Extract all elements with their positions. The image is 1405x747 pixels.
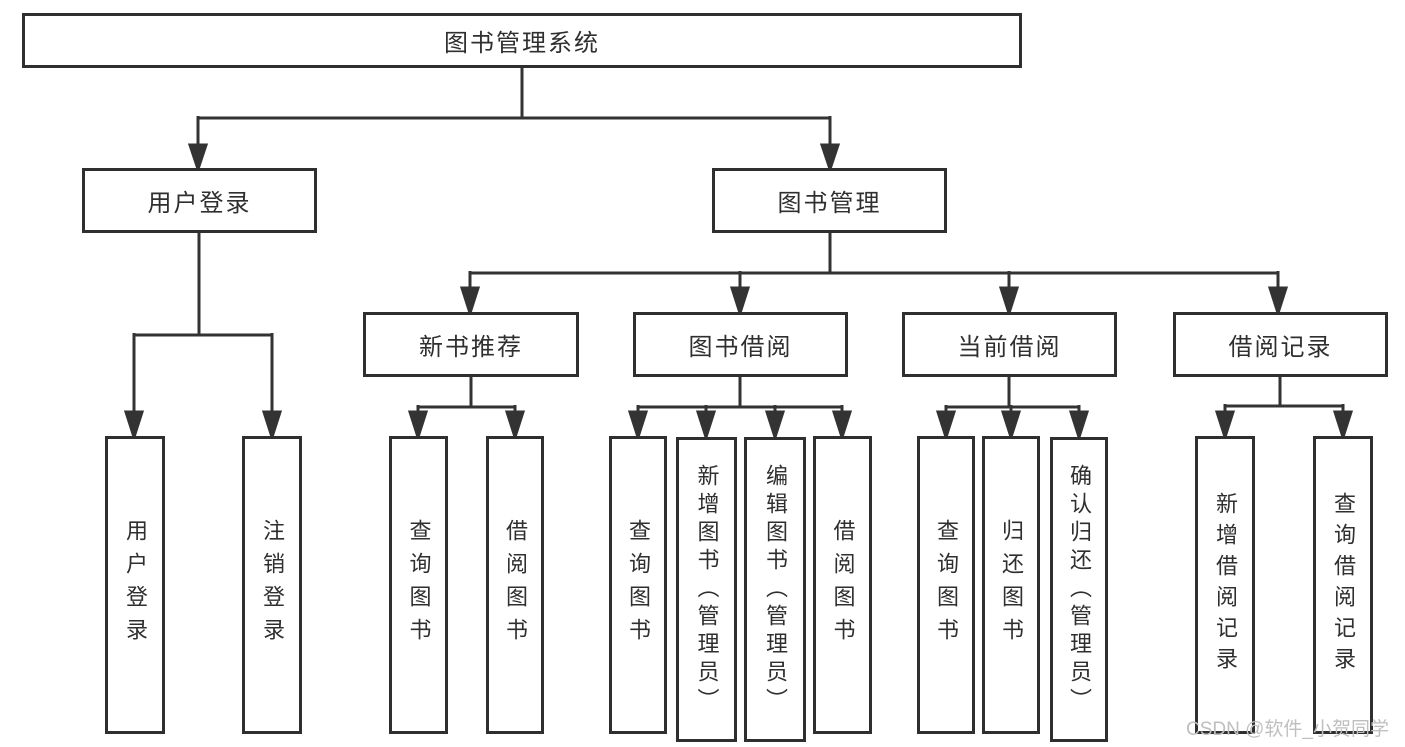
arrowhead xyxy=(935,410,957,442)
node-label: 确认归还（管理员） xyxy=(1067,463,1092,716)
leaf-return-book: 归还图书 xyxy=(982,436,1040,734)
edge-borrow-records-to-leaves xyxy=(1214,377,1354,442)
leaf-query-book-current: 查询图书 xyxy=(917,436,975,734)
arrowhead xyxy=(123,410,145,442)
node-current-borrowing: 当前借阅 xyxy=(902,312,1117,377)
arrowhead xyxy=(998,286,1020,318)
edge-book-borrow-to-leaves xyxy=(627,377,853,442)
leaf-logout: 注销登录 xyxy=(242,436,302,734)
csdn-watermark: CSDN @软件_小贺同学 xyxy=(1186,719,1389,740)
node-label: 查询图书 xyxy=(626,519,651,651)
node-label: 注销登录 xyxy=(260,519,285,651)
node-label: 借阅记录 xyxy=(1228,334,1333,361)
leaf-edit-book-admin: 编辑图书（管理员） xyxy=(744,437,806,742)
node-label: 新书推荐 xyxy=(419,334,523,361)
leaf-user-login: 用户登录 xyxy=(105,436,165,734)
arrowhead xyxy=(1332,410,1354,442)
arrowhead xyxy=(1000,410,1022,442)
node-label: 当前借阅 xyxy=(957,334,1062,361)
node-label: 编辑图书（管理员） xyxy=(763,463,788,716)
leaf-borrow-book-recommend: 借阅图书 xyxy=(486,436,544,734)
arrowhead xyxy=(261,410,283,442)
node-book-borrowing: 图书借阅 xyxy=(633,312,848,377)
node-label: 图书管理 xyxy=(777,190,882,217)
node-label: 新增借阅记录 xyxy=(1213,492,1238,678)
node-user-login: 用户登录 xyxy=(82,168,317,233)
leaf-query-book-recommend: 查询图书 xyxy=(389,436,448,734)
arrowhead xyxy=(627,410,649,442)
node-book-management: 图书管理 xyxy=(712,168,947,233)
node-label: 用户登录 xyxy=(123,519,148,651)
leaf-add-book-admin: 新增图书（管理员） xyxy=(676,437,737,742)
arrowhead xyxy=(764,410,786,442)
node-label: 新增图书（管理员） xyxy=(694,463,720,716)
arrowhead xyxy=(504,410,526,442)
arrowhead xyxy=(187,143,209,174)
arrowhead xyxy=(695,410,717,442)
node-new-book-recommend: 新书推荐 xyxy=(363,312,579,377)
leaf-query-borrow-record: 查询借阅记录 xyxy=(1313,436,1373,734)
arrowhead xyxy=(819,143,841,174)
leaf-query-book-borrow: 查询图书 xyxy=(609,436,667,734)
leaf-add-borrow-record: 新增借阅记录 xyxy=(1195,436,1255,734)
node-borrow-records: 借阅记录 xyxy=(1173,312,1388,377)
arrowhead xyxy=(1214,410,1236,442)
node-label: 查询图书 xyxy=(406,519,432,651)
leaf-confirm-return-admin: 确认归还（管理员） xyxy=(1050,437,1108,742)
arrowhead xyxy=(831,410,853,442)
node-label: 查询图书 xyxy=(934,519,959,651)
arrowhead xyxy=(459,286,481,318)
node-label: 归还图书 xyxy=(999,519,1024,651)
node-label: 用户登录 xyxy=(147,190,252,217)
arrowhead xyxy=(1267,286,1289,318)
node-label: 图书借阅 xyxy=(688,334,793,361)
arrowhead xyxy=(407,410,429,442)
leaf-borrow-book: 借阅图书 xyxy=(813,436,872,734)
edge-user-login-to-leaves xyxy=(123,233,283,442)
edge-new-book-rec-to-leaves xyxy=(407,377,526,442)
edge-current-borrow-to-leaves xyxy=(935,377,1090,442)
node-label: 查询借阅记录 xyxy=(1331,492,1356,678)
edge-root-to-level2 xyxy=(187,68,841,174)
arrowhead xyxy=(1068,410,1090,442)
arrowhead xyxy=(729,286,751,318)
edge-book-mgmt-to-level3 xyxy=(459,233,1289,318)
node-root-system: 图书管理系统 xyxy=(22,13,1022,68)
node-label: 借阅图书 xyxy=(503,519,528,651)
node-label: 图书管理系统 xyxy=(444,30,600,57)
node-label: 借阅图书 xyxy=(830,519,856,651)
